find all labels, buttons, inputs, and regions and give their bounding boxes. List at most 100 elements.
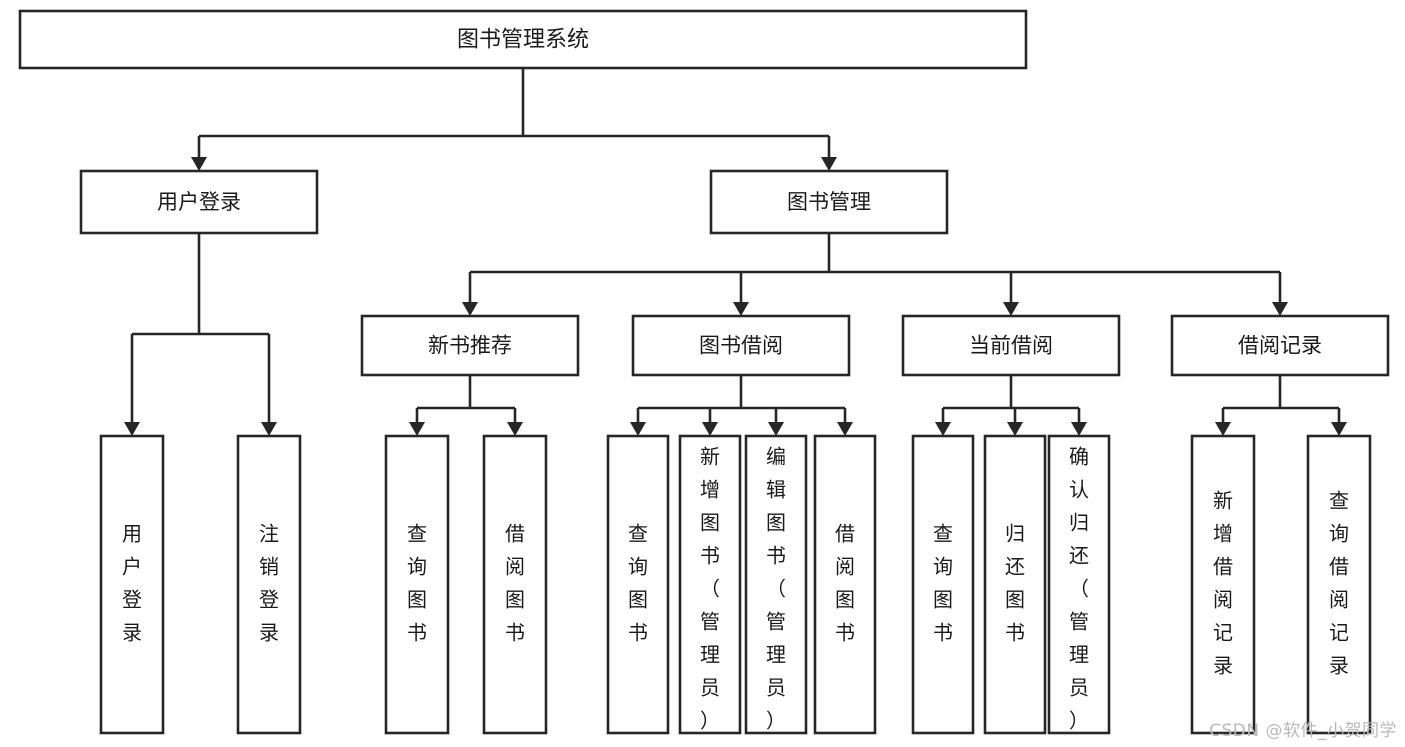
node-leaf-user-logout[interactable]: 注销登录注销登录 (236, 434, 302, 735)
node-leaf-return-book[interactable]: 归还图书归还图书 (983, 434, 1047, 735)
node-label-char: 归 (1069, 511, 1089, 535)
node-label-char: 确 (1069, 445, 1089, 469)
node-label-char: 登 (122, 588, 142, 612)
node-label-char: 注 (259, 522, 279, 546)
node-leaf-query-book-1[interactable]: 查询图书查询图书 (384, 434, 450, 735)
arrow-head-icon (1331, 422, 1347, 436)
arrow-head-icon (1003, 302, 1019, 316)
arrow-head-icon (1007, 422, 1023, 436)
node-label-char: 查 (407, 522, 427, 546)
node-label-char: 书 (700, 544, 720, 568)
node-label-char: 还 (1005, 555, 1025, 579)
node-box-leaf-query-book-3 (911, 434, 975, 735)
node-box-user-login (79, 169, 319, 235)
node-label-char: （ (700, 577, 720, 601)
node-label-root: 图书管理系统 (457, 28, 589, 53)
node-box-book-manage (709, 169, 949, 235)
node-label-char: 增 (1213, 522, 1233, 546)
node-label-char: 询 (933, 555, 953, 579)
node-leaf-user-login[interactable]: 用户登录用户登录 (99, 434, 165, 735)
node-box-leaf-user-logout (236, 434, 302, 735)
arrow-head-icon (409, 422, 425, 436)
node-label-char: 阅 (505, 555, 525, 579)
node-label-char: （ (1069, 577, 1089, 601)
node-label-char: 认 (1069, 478, 1089, 502)
arrow-head-icon (821, 157, 837, 171)
arrow-head-icon (191, 157, 207, 171)
node-label-char: 销 (259, 555, 279, 579)
node-book-manage[interactable]: 图书管理 (709, 169, 949, 235)
arrow-head-icon (1215, 422, 1231, 436)
node-leaf-query-book-2[interactable]: 查询图书查询图书 (606, 434, 670, 735)
node-label-char: 查 (628, 522, 648, 546)
arrow-head-icon (837, 422, 853, 436)
node-label-char: 书 (505, 621, 525, 645)
node-label-user-login: 用户登录 (157, 190, 241, 214)
node-box-leaf-add-record (1190, 434, 1256, 735)
node-label-char: 编 (766, 445, 786, 469)
node-box-leaf-add-book (678, 434, 742, 735)
node-label-char: 归 (1005, 522, 1025, 546)
node-label-char: 辑 (766, 478, 786, 502)
node-box-leaf-return-book (983, 434, 1047, 735)
connector-layer (124, 68, 1347, 436)
node-label-char: （ (766, 577, 786, 601)
node-label-char: 理 (1069, 643, 1089, 667)
node-label-char: 图 (407, 588, 427, 612)
node-label-char: 员 (700, 676, 720, 700)
node-user-login[interactable]: 用户登录 (79, 169, 319, 235)
node-label-char: 员 (1069, 676, 1089, 700)
node-label-char: 询 (407, 555, 427, 579)
node-current-borrow[interactable]: 当前借阅 (901, 314, 1121, 377)
node-label-char: 书 (628, 621, 648, 645)
node-label-char: 借 (505, 522, 525, 546)
node-leaf-query-book-3[interactable]: 查询图书查询图书 (911, 434, 975, 735)
node-leaf-query-record[interactable]: 查询借阅记录查询借阅记录 (1306, 434, 1372, 735)
node-label-char: 增 (700, 478, 720, 502)
node-leaf-add-record[interactable]: 新增借阅记录新增借阅记录 (1190, 434, 1256, 735)
node-label-char: 还 (1069, 544, 1089, 568)
node-label-char: 员 (766, 676, 786, 700)
node-label-char: 借 (1329, 555, 1349, 579)
arrow-head-icon (768, 422, 784, 436)
node-label-char: 新 (700, 445, 720, 469)
node-borrow-record[interactable]: 借阅记录 (1170, 314, 1390, 377)
node-label-char: ） (766, 709, 786, 733)
node-label-char: 查 (933, 522, 953, 546)
node-leaf-borrow-book-2[interactable]: 借阅图书借阅图书 (813, 434, 877, 735)
node-label-char: 用 (122, 522, 142, 546)
node-label-char: 借 (835, 522, 855, 546)
node-label-char: 录 (1213, 654, 1233, 678)
node-label-char: 图 (933, 588, 953, 612)
node-book-borrow[interactable]: 图书借阅 (631, 314, 851, 377)
arrow-head-icon (935, 422, 951, 436)
node-layer: 图书管理系统用户登录图书管理新书推荐图书借阅当前借阅借阅记录用户登录用户登录注销… (18, 9, 1390, 735)
node-label-char: 书 (1005, 621, 1025, 645)
node-label-char: 书 (766, 544, 786, 568)
arrow-head-icon (462, 302, 478, 316)
node-label-char: 图 (700, 511, 720, 535)
node-label-char: 书 (407, 621, 427, 645)
node-leaf-borrow-book-1[interactable]: 借阅图书借阅图书 (482, 434, 548, 735)
node-new-book-rec[interactable]: 新书推荐 (360, 314, 580, 377)
node-box-root (18, 9, 1028, 70)
node-label-char: 阅 (1329, 588, 1349, 612)
node-label-char: 管 (1069, 610, 1089, 634)
node-label-char: 理 (700, 643, 720, 667)
node-label-char: 理 (766, 643, 786, 667)
node-label-current-borrow: 当前借阅 (969, 334, 1053, 358)
node-label-borrow-record: 借阅记录 (1238, 334, 1322, 358)
node-box-leaf-borrow-book-1 (482, 434, 548, 735)
arrow-head-icon (630, 422, 646, 436)
node-box-leaf-user-login (99, 434, 165, 735)
node-label-char: 新 (1213, 489, 1233, 513)
node-root[interactable]: 图书管理系统 (18, 9, 1028, 70)
node-label-char: 图 (1005, 588, 1025, 612)
node-label-char: ） (1069, 709, 1089, 733)
node-label-new-book-rec: 新书推荐 (428, 334, 512, 358)
